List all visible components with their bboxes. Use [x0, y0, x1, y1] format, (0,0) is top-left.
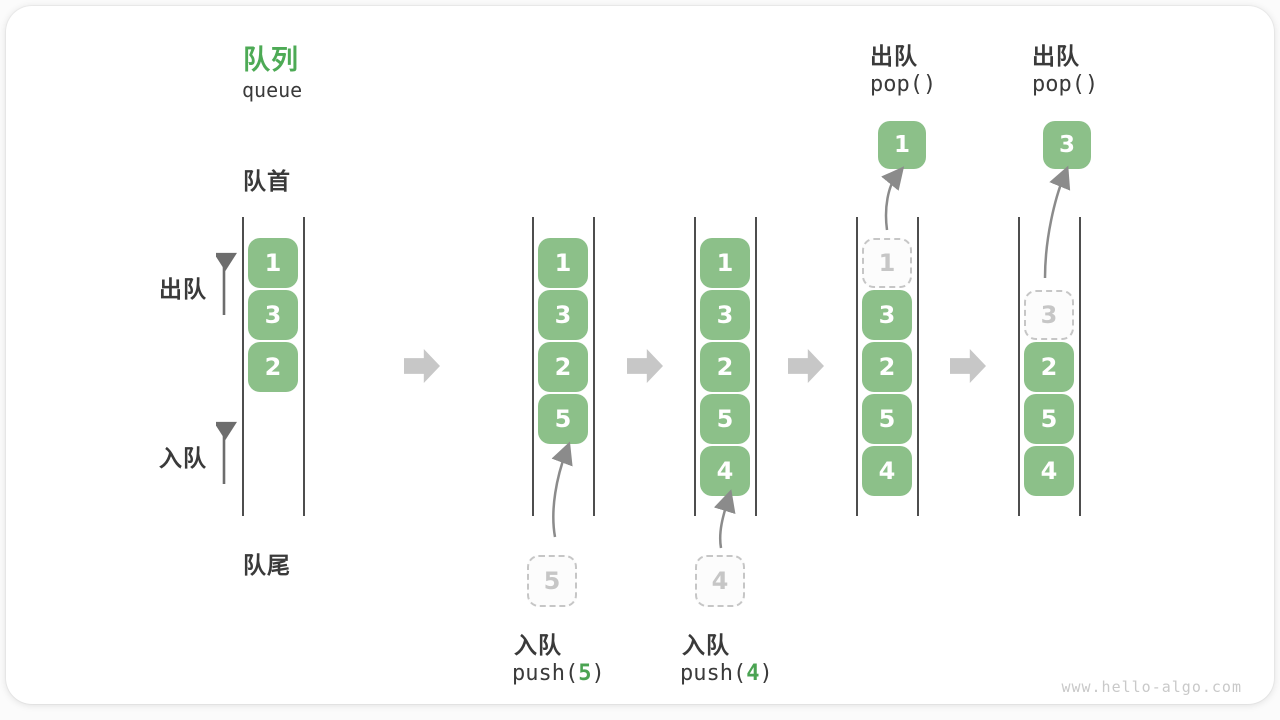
queue-element: 1: [248, 238, 298, 288]
enqueue-side-label: 入队: [159, 445, 207, 471]
queue-element: 5: [700, 394, 750, 444]
push-code-pre: push(: [512, 661, 579, 686]
dequeue-up-arrow-icon: [211, 249, 237, 315]
push-op-code-1: push(5): [512, 661, 605, 686]
push-code-post: ): [591, 661, 605, 686]
queue-element: 2: [538, 342, 588, 392]
queue-element: 4: [700, 446, 750, 496]
staging-element: 4: [695, 555, 745, 607]
push-code-post: ): [759, 661, 773, 686]
popped-element: 3: [1043, 121, 1091, 169]
queue-element: 5: [862, 394, 912, 444]
queue-rear-label: 队尾: [243, 552, 291, 578]
pop-op-code-1: pop(): [870, 72, 937, 97]
figure-card: 队列 queue 队首 队尾 出队 入队 1 3 2 1 3 2 5 1 3 2…: [6, 6, 1274, 704]
queue-element: 3: [538, 290, 588, 340]
staging-element: 5: [527, 555, 577, 607]
dequeue-side-label: 出队: [159, 276, 207, 302]
push-code-pre: push(: [680, 661, 747, 686]
queue-channel-5: [1018, 217, 1081, 516]
push-arrow-icon: [551, 441, 573, 538]
pop-op-label-2: 出队: [1032, 43, 1080, 69]
push-op-code-2: push(4): [680, 661, 773, 686]
figure-title-en: queue: [242, 78, 303, 102]
push-code-arg: 5: [578, 661, 592, 686]
popped-element: 1: [878, 121, 926, 169]
pop-op-label-1: 出队: [870, 43, 918, 69]
step-arrow-icon: [788, 349, 824, 383]
queue-channel-3: [694, 217, 757, 516]
queue-element: 1: [700, 238, 750, 288]
pop-op-code-2: pop(): [1032, 72, 1099, 97]
queue-element: 3: [700, 290, 750, 340]
queue-element: 3: [862, 290, 912, 340]
watermark: www.hello-algo.com: [1061, 678, 1242, 696]
push-arrow-icon: [713, 489, 736, 549]
enqueue-up-arrow-icon: [211, 418, 237, 484]
pop-arrow-icon: [881, 166, 905, 231]
queue-front-label: 队首: [243, 168, 291, 194]
push-op-label-1: 入队: [514, 632, 562, 658]
queue-channel-4: [856, 217, 919, 516]
push-code-arg: 4: [746, 661, 760, 686]
queue-element: 5: [538, 394, 588, 444]
queue-element: 4: [1024, 446, 1074, 496]
step-arrow-icon: [627, 349, 663, 383]
step-arrow-icon: [404, 349, 440, 383]
queue-element-ghost: 3: [1024, 290, 1074, 340]
queue-channel-2: [532, 217, 595, 516]
step-arrow-icon: [950, 349, 986, 383]
queue-element: 3: [248, 290, 298, 340]
queue-element: 5: [1024, 394, 1074, 444]
queue-element: 4: [862, 446, 912, 496]
queue-element: 2: [700, 342, 750, 392]
queue-element: 1: [538, 238, 588, 288]
figure-title-zh: 队列: [243, 45, 299, 75]
pop-arrow-icon: [1043, 165, 1071, 279]
queue-element-ghost: 1: [862, 238, 912, 288]
queue-channel-1: [242, 217, 305, 516]
push-op-label-2: 入队: [682, 632, 730, 658]
queue-element: 2: [862, 342, 912, 392]
queue-element: 2: [248, 342, 298, 392]
queue-element: 2: [1024, 342, 1074, 392]
